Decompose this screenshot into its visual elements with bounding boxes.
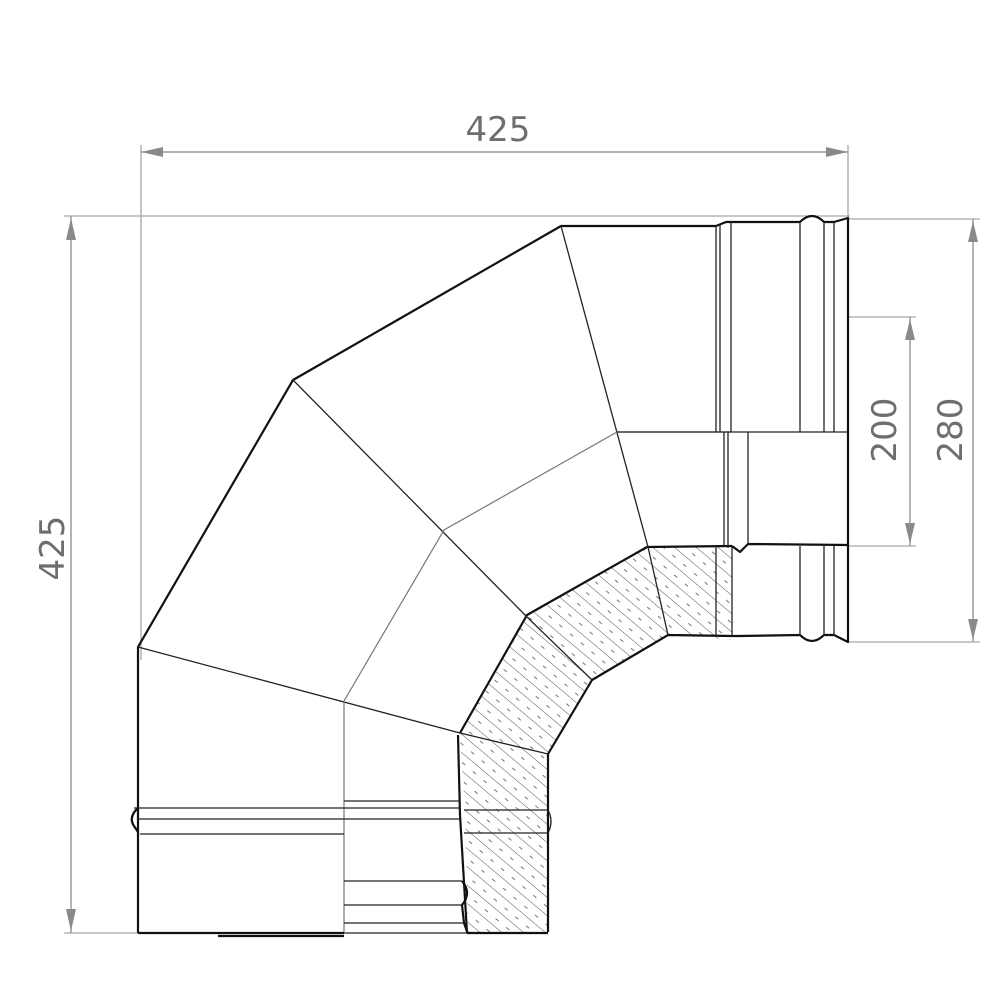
arrow-down-icon xyxy=(968,619,978,640)
dimension-label-height: 425 xyxy=(33,516,73,581)
arrow-left-icon xyxy=(141,147,163,157)
arrow-right-icon xyxy=(826,147,848,157)
right-socket xyxy=(715,214,850,644)
dimension-label-inner-diameter: 200 xyxy=(865,398,905,463)
outer-shell xyxy=(136,224,848,933)
dimension-outer-diameter: 280 xyxy=(848,218,980,643)
arrow-up-icon xyxy=(905,319,915,340)
arrow-down-icon xyxy=(905,523,915,544)
arrow-up-icon xyxy=(968,221,978,242)
dimension-overall-height: 425 xyxy=(33,215,850,934)
dimension-overall-width: 425 xyxy=(140,110,849,660)
arrow-down-icon xyxy=(66,909,76,931)
dimension-inner-diameter: 200 xyxy=(848,316,916,547)
bottom-spigot xyxy=(130,800,548,938)
dimension-label-outer-diameter: 280 xyxy=(931,398,971,463)
arrow-up-icon xyxy=(66,218,76,240)
insulation-section xyxy=(456,544,733,934)
dimension-label-width: 425 xyxy=(466,110,531,150)
